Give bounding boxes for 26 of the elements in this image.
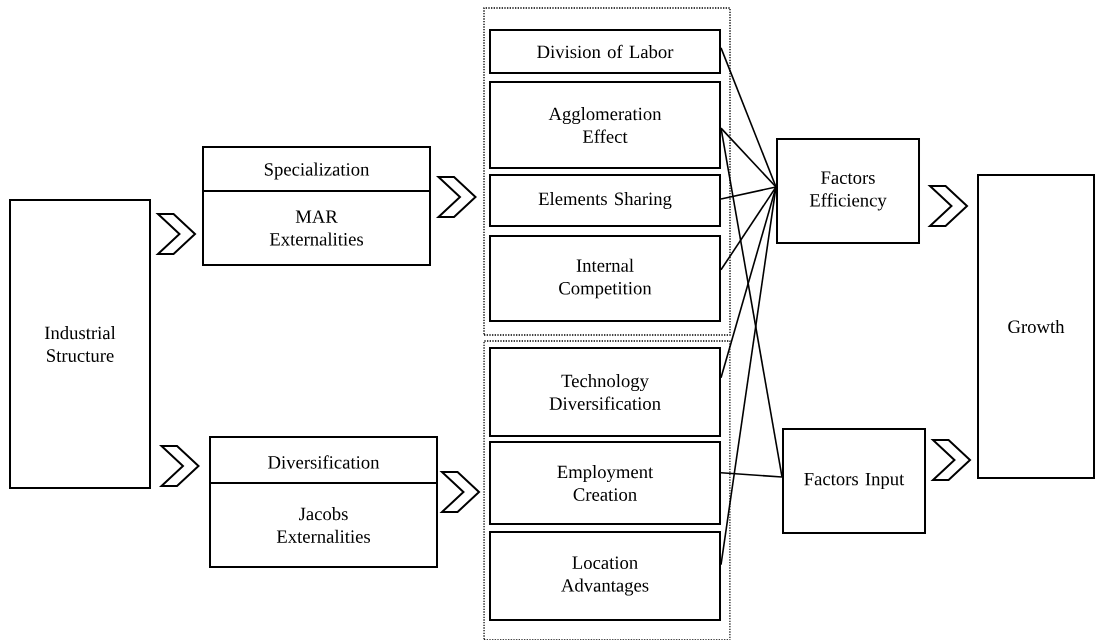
text-box: Location Advantages <box>489 531 721 621</box>
split-box: Specialization MAR Externalities <box>202 146 431 266</box>
text-box: Agglomeration Effect <box>489 81 721 169</box>
text-box: Internal Competition <box>489 235 721 322</box>
text-box: Growth <box>977 174 1095 479</box>
chevron-arrow <box>439 471 481 513</box>
chevron-arrow <box>155 213 197 255</box>
chevron-arrow <box>927 185 969 227</box>
text-box: Factors Efficiency <box>776 138 920 244</box>
connector-line <box>720 127 777 188</box>
dotted-group-frame <box>483 340 731 640</box>
text-box: Factors Input <box>782 428 926 534</box>
chevron-arrow <box>930 439 972 481</box>
text-box: Division of Labor <box>489 29 721 74</box>
text-box: Industrial Structure <box>9 199 151 489</box>
connector-line <box>720 471 783 478</box>
connector-line <box>720 186 777 271</box>
chevron-arrow <box>435 176 477 218</box>
connector-line <box>720 127 783 478</box>
text-box: Technology Diversification <box>489 347 721 437</box>
text-box: Employment Creation <box>489 441 721 525</box>
split-box: Diversification Jacobs Externalities <box>209 436 438 568</box>
text-box: Elements Sharing <box>489 174 721 227</box>
connector-line <box>720 186 777 200</box>
chevron-arrow <box>158 445 200 487</box>
dotted-group-frame <box>483 7 731 336</box>
